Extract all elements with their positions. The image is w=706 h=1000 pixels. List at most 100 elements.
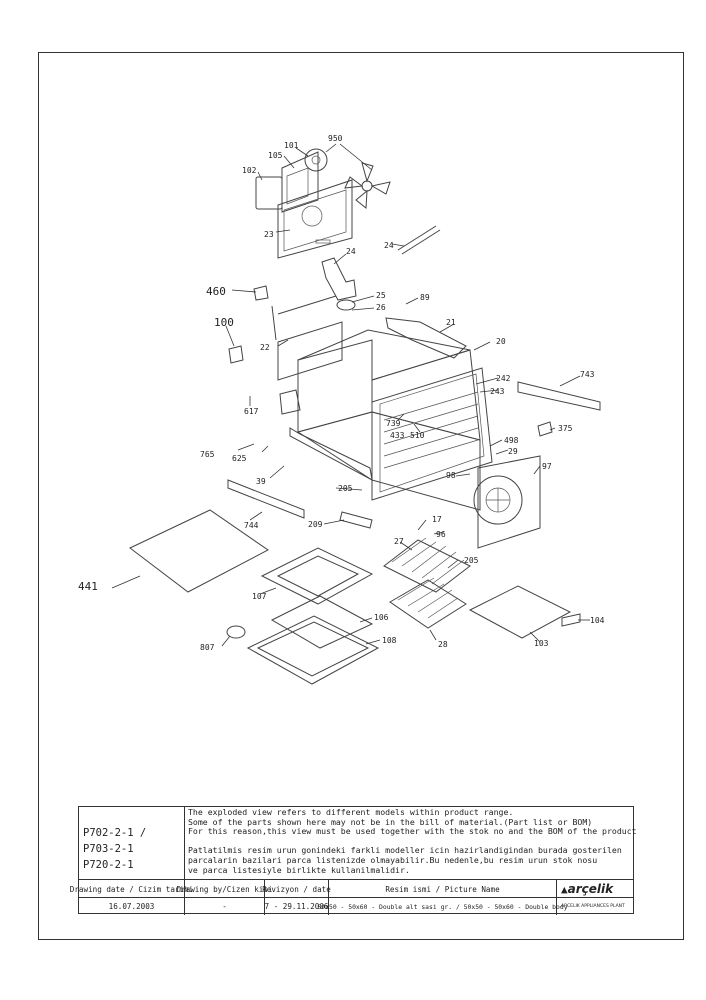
- wire-shelf-28: [389, 577, 467, 629]
- callout-labels: 101 950 105 102 23 24 24 460 25 26 89 10…: [78, 134, 605, 652]
- callout-105: 105: [268, 151, 283, 160]
- note-line: parcalarin bazilari parca listenizde olm…: [188, 854, 598, 865]
- clip-375: [537, 421, 553, 437]
- callout-101: 101: [284, 141, 299, 150]
- clip-104: [561, 613, 581, 627]
- callout-103: 103: [534, 639, 549, 648]
- callout-24-bracket: 24: [346, 247, 356, 256]
- callout-27: 27: [394, 537, 404, 546]
- wire-shelf-27: [383, 537, 471, 593]
- drawing-date-header: Drawing date / Cizim tarihi: [70, 880, 193, 898]
- title-block: P702-2-1 / P703-2-1 P720-2-1 The explode…: [70, 806, 637, 915]
- callout-29: 29: [508, 447, 518, 456]
- cover-103: [468, 585, 572, 639]
- callout-744: 744: [244, 521, 259, 530]
- brand-logo: ▲ arçelik: [557, 880, 633, 898]
- tray-441: [129, 509, 269, 593]
- arcelik-logo-icon: ▲: [561, 882, 568, 896]
- brand-subline: ARCELIK APPLIANCES PLANT: [561, 904, 625, 909]
- callout-17: 17: [432, 515, 442, 524]
- callout-765: 765: [200, 450, 215, 459]
- drawing-frame: [38, 52, 684, 940]
- callout-739: 739: [386, 419, 401, 428]
- grill-element-107: [260, 547, 374, 605]
- bracket-24: [321, 257, 357, 301]
- title-block-header-row: Drawing date / Cizim tarihi Drawing by/C…: [70, 879, 633, 898]
- callout-100: 100: [214, 316, 234, 329]
- callout-102: 102: [242, 166, 257, 175]
- motor-plate: [281, 151, 319, 213]
- oven-body: [271, 295, 493, 511]
- hinge-617: [279, 389, 301, 415]
- callout-243: 243: [490, 387, 505, 396]
- callout-460: 460: [206, 285, 226, 298]
- side-trim-743: [517, 381, 601, 411]
- note-line: For this reason,this view must be used t…: [188, 826, 637, 837]
- picture-name-value: 50x50 - 50x60 - Double alt sasi gr. / 50…: [317, 898, 568, 915]
- note-line: ve parca listesiyle birlikte kullanilmal…: [188, 864, 410, 875]
- callout-24-rod: 24: [384, 241, 394, 250]
- callout-108: 108: [382, 636, 397, 645]
- callout-104: 104: [590, 616, 605, 625]
- brand-name: arçelik: [567, 882, 614, 896]
- brand-subline-cell: ARCELIK APPLIANCES PLANT: [557, 898, 633, 915]
- revision-value: 7 - 29.11.2006: [265, 898, 329, 915]
- fan-cover-97: [473, 455, 541, 549]
- callout-28: 28: [438, 640, 448, 649]
- note-line: The exploded view refers to different mo…: [188, 807, 514, 817]
- picture-name-header: Resim ismi / Picture Name: [329, 880, 557, 898]
- model-line-1: P702-2-1 / P703-2-1: [83, 827, 147, 855]
- motor-part: [255, 176, 283, 210]
- callout-25: 25: [376, 291, 386, 300]
- callout-107: 107: [252, 592, 267, 601]
- callout-743: 743: [580, 370, 595, 379]
- pan-108: [246, 615, 380, 685]
- model-line-2: P720-2-1: [83, 859, 134, 871]
- drawing-date-value: 16.07.2003: [79, 898, 185, 915]
- callout-96: 96: [436, 530, 446, 539]
- fan-blade-part: [344, 162, 391, 209]
- callout-441: 441: [78, 580, 98, 593]
- leader-lines: [111, 143, 590, 647]
- callout-510: 510: [410, 431, 425, 440]
- callout-807: 807: [200, 643, 215, 652]
- ring-807: [226, 625, 246, 639]
- callout-106: 106: [374, 613, 389, 622]
- revision-header: Revizyon / date: [262, 880, 331, 898]
- fan-motor-group: [255, 148, 391, 259]
- callout-21: 21: [446, 318, 456, 327]
- callout-205-shelf: 205: [464, 556, 479, 565]
- element-106: [270, 595, 374, 649]
- callout-20: 20: [496, 337, 506, 346]
- callout-39: 39: [256, 477, 266, 486]
- model-numbers: P702-2-1 / P703-2-1 P720-2-1: [79, 807, 185, 879]
- fan-bracket: [304, 148, 328, 172]
- drawing-by-value: -: [185, 898, 265, 915]
- callout-26: 26: [376, 303, 386, 312]
- trim-744: [227, 479, 305, 519]
- heater-rod: [397, 225, 441, 255]
- callout-625: 625: [232, 454, 247, 463]
- callout-433: 433: [390, 431, 405, 440]
- switch-100: [228, 345, 244, 364]
- title-block-value-row: 16.07.2003 - 7 - 29.11.2006 50x50 - 50x6…: [79, 897, 633, 915]
- callout-242: 242: [496, 374, 511, 383]
- callout-98: 98: [446, 471, 456, 480]
- bottom-rail-39: [289, 427, 373, 481]
- callout-97: 97: [542, 462, 552, 471]
- note-line: Some of the parts shown here may not be …: [188, 816, 593, 827]
- callout-617: 617: [244, 407, 259, 416]
- back-cover-plate: [277, 179, 353, 259]
- exploded-view-note: The exploded view refers to different mo…: [185, 807, 637, 879]
- callout-375: 375: [558, 424, 573, 433]
- callout-209: 209: [308, 520, 323, 529]
- callout-22: 22: [260, 343, 270, 352]
- top-trim-21: [385, 317, 467, 359]
- callout-498: 498: [504, 436, 519, 445]
- drawing-by-header: Drawing by/Cizen kisi: [177, 880, 273, 898]
- clip-460: [253, 285, 269, 301]
- exploded-view-drawing: 101 950 105 102 23 24 24 460 25 26 89 10…: [78, 134, 605, 685]
- callout-23: 23: [264, 230, 274, 239]
- seal-ring: [336, 299, 356, 311]
- handle-209: [339, 511, 373, 529]
